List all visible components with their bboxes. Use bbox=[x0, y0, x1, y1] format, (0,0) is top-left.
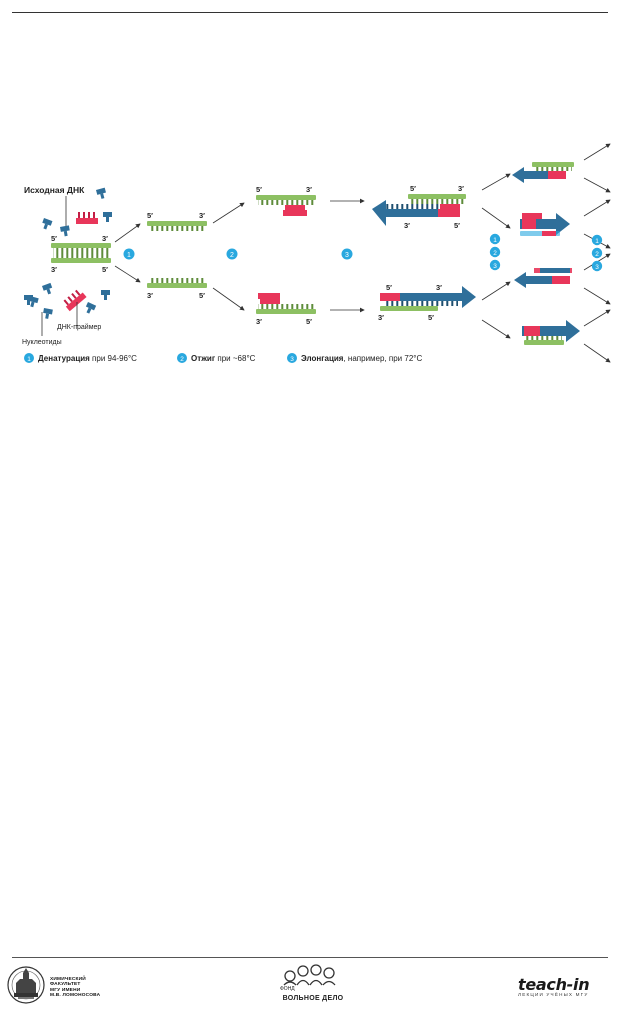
end-label: 3′ bbox=[404, 221, 410, 230]
source-dna-double-strand bbox=[51, 243, 111, 263]
product-3 bbox=[514, 268, 572, 288]
svg-text:3: 3 bbox=[345, 252, 349, 259]
volnoe-delo-logo: ФОНД ВОЛЬНОЕ ДЕЛО bbox=[278, 964, 348, 1008]
end-label: 3′ bbox=[378, 313, 384, 322]
single-strand-bottom bbox=[147, 278, 207, 288]
chemistry-faculty-logo: ХИМИЧЕСКИЙ ФАКУЛЬТЕТ МГУ ИМЕНИ М.В. ЛОМО… bbox=[6, 963, 126, 1007]
end-label: 5′ bbox=[147, 211, 153, 220]
annealed-strand-bottom bbox=[256, 293, 316, 314]
end-label: 3′ bbox=[147, 291, 153, 300]
fond-label: ФОНД bbox=[280, 986, 295, 992]
end-label: 5′ bbox=[454, 221, 460, 230]
step-3-marker: 3 bbox=[341, 248, 353, 260]
product-1 bbox=[512, 162, 574, 183]
end-label: 5′ bbox=[199, 291, 205, 300]
fond-name: ВОЛЬНОЕ ДЕЛО bbox=[282, 995, 344, 1002]
svg-text:1: 1 bbox=[493, 237, 497, 244]
step-1-marker: 1 bbox=[123, 248, 135, 260]
nucleotides-label: Нуклеотиды bbox=[22, 339, 62, 346]
end-label: 3′ bbox=[458, 184, 464, 193]
end-label: 3′ bbox=[256, 317, 262, 326]
nucleotide-icons bbox=[24, 187, 112, 319]
teach-in-subtitle: ЛЕКЦИИ УЧЁНЫХ МГУ bbox=[518, 992, 589, 997]
faculty-line: МГУ ИМЕНИ bbox=[50, 987, 81, 993]
faculty-line: М.В. ЛОМОНОСОВА bbox=[50, 993, 101, 999]
svg-text:1: 1 bbox=[127, 252, 131, 259]
svg-text:2: 2 bbox=[493, 250, 497, 257]
end-label: 3′ bbox=[306, 185, 312, 194]
svg-text:2: 2 bbox=[180, 356, 184, 363]
single-strand-top bbox=[147, 221, 207, 231]
svg-text:2: 2 bbox=[230, 252, 234, 259]
svg-text:3: 3 bbox=[493, 263, 497, 270]
end-label: 5′ bbox=[428, 313, 434, 322]
product-4 bbox=[522, 320, 580, 345]
cycle-markers-right: 1 2 3 bbox=[591, 234, 603, 272]
primer-label: ДНК-праймер bbox=[57, 323, 101, 331]
end-label: 3′ bbox=[51, 265, 57, 274]
svg-text:2: 2 bbox=[595, 251, 599, 258]
final-arrows bbox=[583, 143, 611, 363]
legend-denaturation: Денатурация при 94-96°C bbox=[38, 354, 137, 363]
university-seal-icon bbox=[7, 966, 45, 1004]
footer-rule bbox=[12, 957, 608, 958]
faculty-line: ХИМИЧЕСКИЙ bbox=[50, 977, 86, 982]
legend-elongation: Элонгация, например, при 72°C bbox=[301, 354, 422, 363]
end-label: 5′ bbox=[256, 185, 262, 194]
teach-in-logo: teach-in ЛЕКЦИИ УЧЁНЫХ МГУ bbox=[518, 975, 608, 1005]
end-label: 5′ bbox=[410, 184, 416, 193]
elongation-bottom bbox=[380, 286, 476, 311]
header-rule bbox=[12, 12, 608, 13]
legend: 1 Денатурация при 94-96°C 2 Отжиг при ~6… bbox=[24, 353, 422, 363]
legend-annealing: Отжиг при ~68°C bbox=[191, 354, 256, 363]
end-label: 5′ bbox=[102, 265, 108, 274]
product-2 bbox=[520, 213, 570, 236]
svg-text:3: 3 bbox=[595, 264, 599, 271]
end-label: 5′ bbox=[51, 234, 57, 243]
teach-in-brand: teach-in bbox=[518, 975, 590, 994]
end-label: 3′ bbox=[102, 234, 108, 243]
pcr-diagram: Исходная ДНК 5′ 3′ 3′ 5′ ДНК-праймер Нук… bbox=[22, 143, 611, 363]
svg-text:1: 1 bbox=[595, 238, 599, 245]
people-circles-icon bbox=[283, 964, 336, 986]
step-2-marker: 2 bbox=[226, 248, 238, 260]
faculty-line: ФАКУЛЬТЕТ bbox=[50, 982, 81, 988]
primer-icons bbox=[63, 212, 98, 312]
cycle-markers-middle: 1 2 3 bbox=[489, 233, 501, 271]
elongation-top bbox=[372, 194, 466, 226]
annealed-strand-top bbox=[256, 195, 316, 216]
end-label: 5′ bbox=[306, 317, 312, 326]
source-dna-label: Исходная ДНК bbox=[24, 185, 85, 195]
end-label: 3′ bbox=[199, 211, 205, 220]
svg-text:1: 1 bbox=[27, 356, 31, 363]
svg-text:3: 3 bbox=[290, 356, 294, 363]
end-label: 5′ bbox=[386, 283, 392, 292]
end-label: 3′ bbox=[436, 283, 442, 292]
